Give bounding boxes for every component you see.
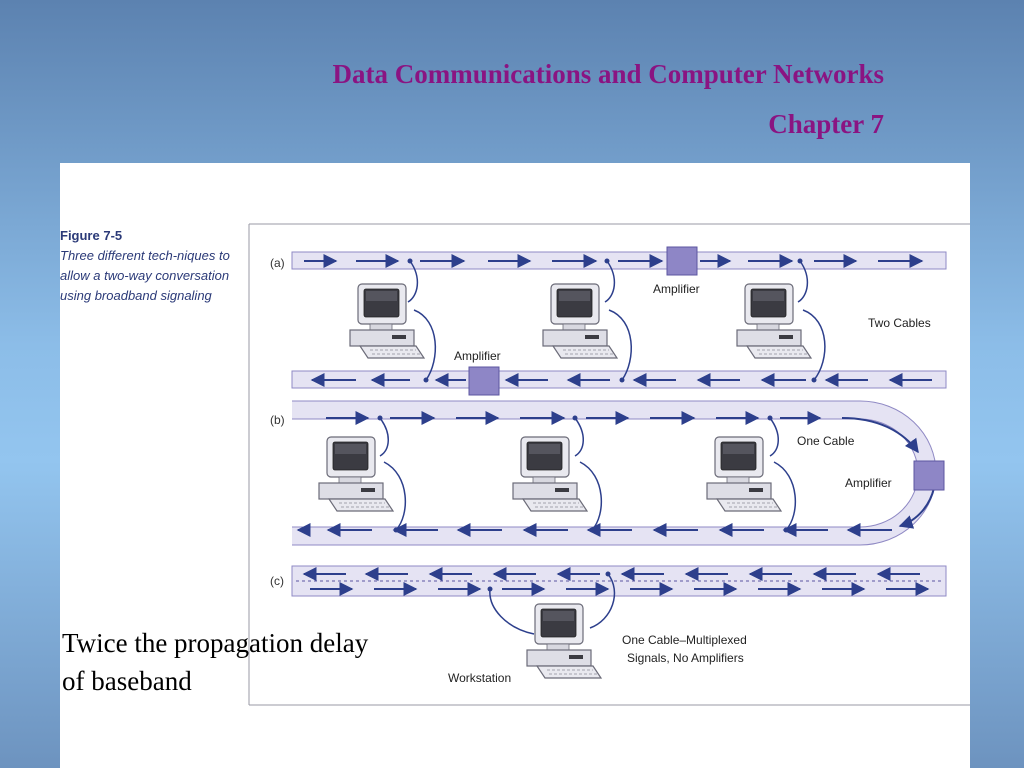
part-b-amplifier: [913, 460, 945, 491]
part-c-cable: [291, 565, 947, 597]
part-b-cable-label: One Cable: [797, 434, 855, 448]
part-a-bottom-amplifier: [468, 366, 500, 396]
part-a-connections: [407, 260, 826, 381]
part-a-top-amplifier-label: Amplifier: [653, 282, 700, 296]
part-b-cable: [292, 400, 937, 546]
part-a-bottom-cable: [291, 370, 947, 389]
slide-subtitle: Chapter 7: [768, 109, 884, 139]
part-b-taps: [377, 415, 789, 533]
part-c-cable-label-line1: One Cable–Multiplexed: [622, 633, 747, 647]
part-a-computer-1: [349, 283, 425, 359]
part-c-workstation-label: Workstation: [448, 671, 511, 685]
part-c-connections: [489, 573, 616, 635]
part-a-taps: [407, 258, 817, 383]
part-a-computer-3: [736, 283, 812, 359]
slide-note: Twice the propagation delay of baseband: [62, 628, 369, 696]
part-b-computer-3: [706, 436, 782, 512]
part-a-computer-2: [542, 283, 618, 359]
part-b-label: (b): [270, 413, 285, 427]
figure-caption-text: Three different tech-niques to allow a t…: [60, 248, 230, 303]
part-c-cable-label-line2: Signals, No Amplifiers: [627, 651, 744, 665]
figure-frame: [248, 223, 970, 706]
part-a-top-amplifier: [666, 246, 698, 276]
slide-title: Data Communications and Computer Network…: [332, 59, 884, 89]
part-a-cable-label: Two Cables: [868, 316, 931, 330]
figure-caption: Figure 7-5 Three different tech-niques t…: [60, 226, 240, 306]
part-a-label: (a): [270, 256, 285, 270]
part-b-computer-2: [512, 436, 588, 512]
part-b-computer-1: [318, 436, 394, 512]
part-c-label: (c): [270, 574, 284, 588]
part-c-taps: [487, 571, 611, 592]
part-a-bottom-amplifier-label: Amplifier: [454, 349, 501, 363]
part-c-workstation: [526, 603, 602, 679]
part-b-amplifier-label: Amplifier: [845, 476, 892, 490]
figure-number: Figure 7-5: [60, 228, 123, 243]
part-b-connections: [379, 417, 797, 531]
part-a-top-cable: [291, 251, 947, 270]
